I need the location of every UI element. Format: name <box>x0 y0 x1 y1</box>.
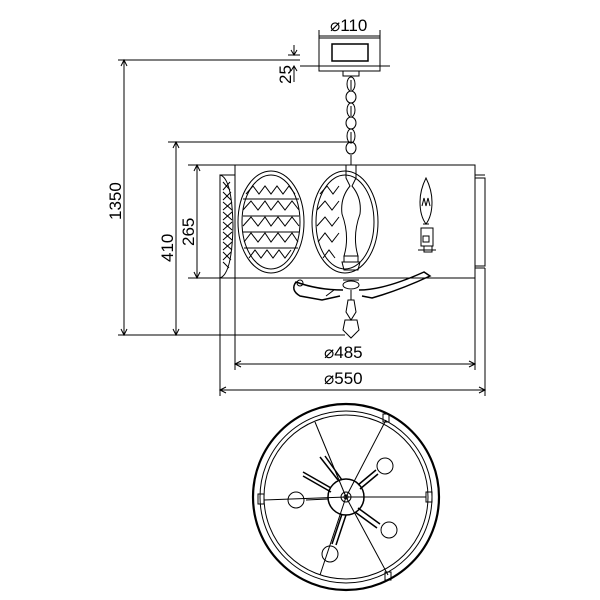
oval-lattice-1 <box>237 170 305 274</box>
total-height-dimension: 1350 <box>106 58 345 337</box>
canopy-height-dimension: 25 <box>276 45 300 84</box>
inner-shade-height-label: 265 <box>179 218 198 246</box>
shade-side-view <box>219 155 486 339</box>
chain <box>345 76 357 155</box>
arm-2 <box>319 455 343 481</box>
center-column <box>341 155 361 339</box>
arm-1 <box>287 471 332 509</box>
inner-diameter-dimension: ⌀485 <box>233 278 477 370</box>
canopy-diameter-label: ⌀110 <box>330 16 367 35</box>
canopy <box>300 37 390 77</box>
candle-bulb-icon <box>419 176 433 225</box>
bottom-view <box>251 402 441 592</box>
oval-lattice-2 <box>311 170 379 274</box>
arm-5 <box>321 513 347 563</box>
arms <box>293 271 432 301</box>
total-height-label: 1350 <box>106 182 125 220</box>
arm-4 <box>354 507 398 539</box>
canopy-diameter-dimension: ⌀110 <box>318 16 381 40</box>
left-side-panel <box>219 174 234 279</box>
outer-shade-height-label: 410 <box>158 234 177 262</box>
socket-icon <box>418 227 436 253</box>
arm-3 <box>357 457 394 490</box>
outer-shade-height-dimension: 410 <box>158 140 350 337</box>
inner-diameter-label: ⌀485 <box>324 343 363 362</box>
outer-diameter-label: ⌀550 <box>324 369 363 388</box>
canopy-height-label: 25 <box>276 65 295 84</box>
outer-diameter-dimension: ⌀550 <box>218 268 487 396</box>
inner-shade-height-dimension: 265 <box>179 163 235 280</box>
